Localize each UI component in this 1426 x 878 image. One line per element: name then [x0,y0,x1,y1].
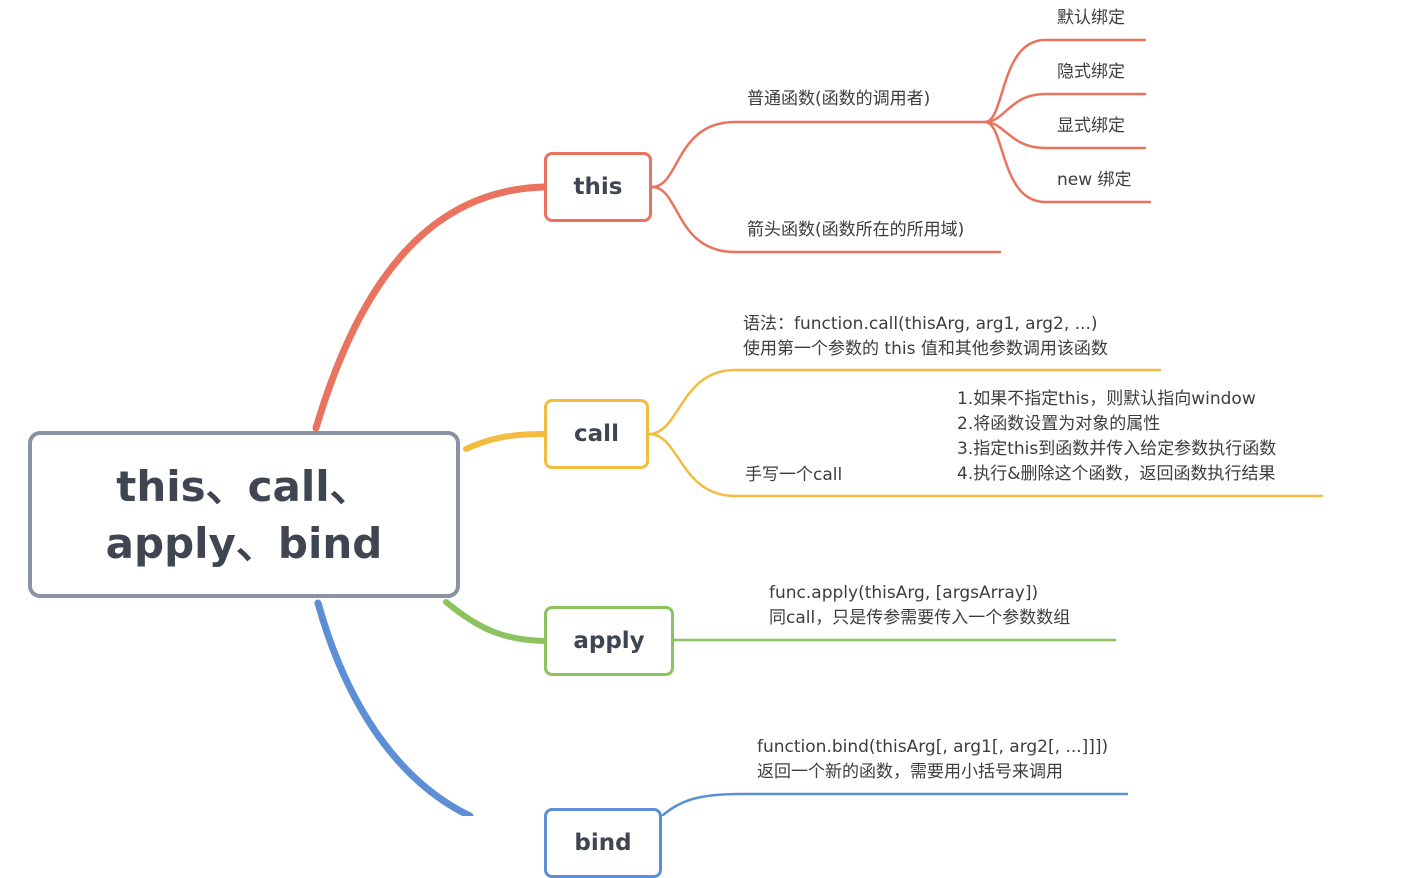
subtopic-explicit-binding[interactable]: 显式绑定 [1057,116,1125,136]
link-root-bind [314,599,474,816]
subtopic-call-steps[interactable]: 1.如果不指定this，则默认指向window 2.将函数设置为对象的属性 3.… [957,389,1277,484]
link-normal-new [983,120,1152,204]
link-root-call [463,431,547,452]
link-normal-implicit [983,92,1147,124]
link-normal-explicit [983,120,1147,150]
subtopic-apply-desc[interactable]: func.apply(thisArg, [argsArray]) 同call，只… [769,583,1071,628]
topic-this-label: this [573,174,623,200]
link-normal-default [983,38,1147,124]
link-this-arrow [650,185,1002,254]
topic-bind-label: bind [574,830,632,856]
topic-call-label: call [574,421,619,447]
link-this-normal [650,120,987,189]
link-bind-desc [660,792,1129,816]
link-call-handwrite [647,432,1324,498]
central-topic-title: this、call、 apply、bind [105,461,383,568]
topic-this[interactable]: this [544,152,652,222]
topic-bind[interactable]: bind [544,808,662,878]
subtopic-bind-desc[interactable]: function.bind(thisArg[, arg1[, arg2[, ..… [757,737,1109,782]
link-call-syntax [647,368,1162,436]
link-root-apply [443,599,547,644]
topic-apply-label: apply [573,628,645,654]
topic-apply[interactable]: apply [544,606,674,676]
subtopic-arrow-function[interactable]: 箭头函数(函数所在的所用域) [747,220,965,240]
subtopic-normal-function[interactable]: 普通函数(函数的调用者) [747,89,931,109]
topic-call[interactable]: call [544,399,649,469]
connector-lines [312,38,1324,816]
subtopic-call-syntax[interactable]: 语法：function.call(thisArg, arg1, arg2, ..… [743,314,1108,359]
central-topic[interactable]: this、call、 apply、bind [28,431,460,598]
subtopic-new-binding[interactable]: new 绑定 [1057,170,1132,190]
subtopic-call-handwrite[interactable]: 手写一个call [745,465,843,485]
link-root-this [312,183,548,432]
subtopic-default-binding[interactable]: 默认绑定 [1057,8,1125,28]
subtopic-implicit-binding[interactable]: 隐式绑定 [1057,62,1125,82]
